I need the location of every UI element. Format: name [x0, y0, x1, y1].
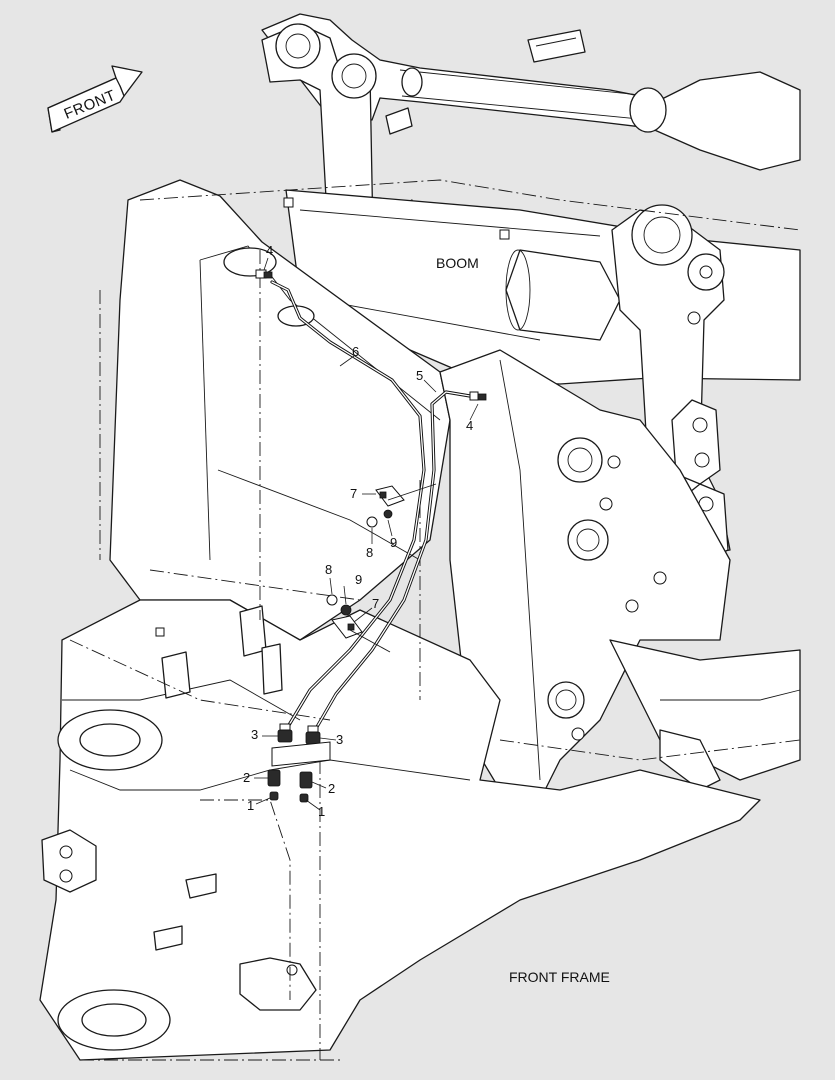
front-frame-label: FRONT FRAME — [509, 969, 610, 985]
boom-label: BOOM — [436, 255, 479, 271]
washer-9-upper — [383, 509, 393, 519]
fitting-3-left — [277, 723, 293, 743]
callout-7-upper: 7 — [350, 486, 358, 501]
fittings — [255, 269, 487, 803]
callout-1-right: 1 — [318, 804, 326, 819]
boom-structure — [149, 13, 801, 561]
front-frame-structure — [39, 179, 801, 1061]
cap-1-left — [269, 791, 279, 801]
bulkhead-plate — [271, 741, 331, 767]
fitting-2-left — [267, 769, 281, 787]
bolt-8-upper — [366, 516, 378, 528]
hydraulic-pipes — [270, 280, 472, 734]
callout-8-lower: 8 — [325, 562, 333, 577]
callout-2-left: 2 — [243, 770, 251, 785]
callout-9-lower: 9 — [355, 572, 363, 587]
callout-8-upper: 8 — [366, 545, 374, 560]
callout-3-left: 3 — [251, 727, 259, 742]
leader-lines — [254, 257, 479, 811]
callout-2-right: 2 — [328, 781, 336, 796]
callout-4-right: 4 — [466, 418, 474, 433]
fitting-4-right — [469, 391, 487, 401]
callout-1-left: 1 — [247, 798, 255, 813]
callout-3-right: 3 — [336, 732, 344, 747]
fitting-2-right — [299, 771, 313, 789]
washer-9-lower — [340, 604, 352, 616]
callout-7-lower: 7 — [372, 596, 380, 611]
front-direction-arrow — [47, 65, 143, 133]
fitting-4-left — [255, 269, 273, 279]
clamp-7-lower — [331, 615, 391, 653]
clamp-7-upper — [375, 483, 437, 507]
callout-5: 5 — [416, 368, 424, 383]
callout-6: 6 — [352, 344, 360, 359]
fitting-3-right — [305, 725, 321, 745]
callout-4-left: 4 — [266, 243, 274, 258]
callout-9-upper: 9 — [390, 535, 398, 550]
bolt-8-lower — [326, 594, 338, 606]
